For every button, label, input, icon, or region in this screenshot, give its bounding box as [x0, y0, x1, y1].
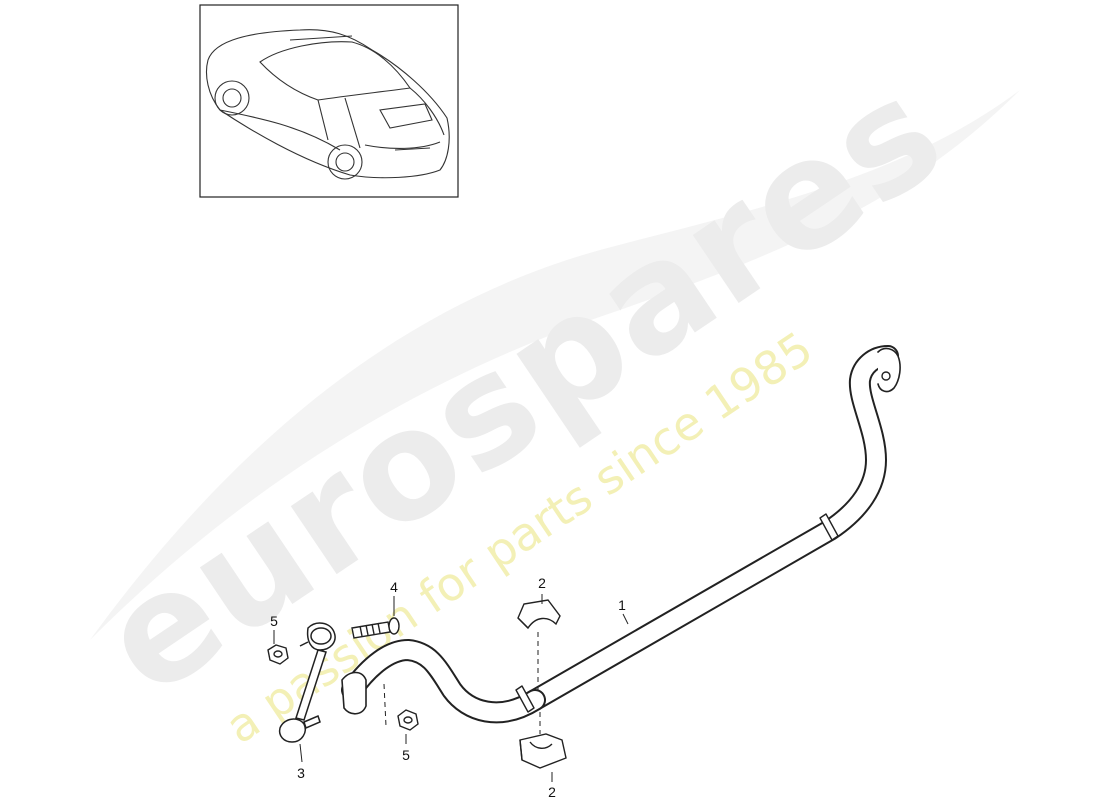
callout-nut-lower: 5 — [402, 747, 410, 763]
nut-upper — [267, 644, 289, 665]
callout-coupling-rod: 3 — [297, 765, 305, 781]
stabilizer-bar-left-eye — [341, 671, 367, 715]
watermark-swoosh — [90, 90, 1020, 640]
callout-bolt: 4 — [390, 579, 398, 595]
leader-lines — [273, 594, 629, 782]
stabilizer-bar-left-body — [343, 641, 544, 722]
stabilizer-bar-body — [526, 347, 897, 709]
car-icon — [205, 29, 450, 180]
bushing-upper — [517, 599, 561, 630]
nut-lower — [397, 709, 419, 731]
stabilizer-bar-right-eye — [877, 347, 901, 393]
bushing-lower — [519, 733, 567, 769]
callout-stabilizer-bar: 1 — [618, 597, 626, 613]
bolt — [351, 617, 400, 639]
callout-nut-upper: 5 — [270, 613, 278, 629]
callout-bushing-upper: 2 — [538, 575, 546, 591]
vehicle-thumbnail — [199, 4, 459, 198]
stabilizer-bar — [341, 345, 901, 724]
coupling-rod — [278, 622, 336, 743]
callout-bushing-lower: 2 — [548, 784, 556, 800]
assembly-lines — [383, 632, 541, 734]
